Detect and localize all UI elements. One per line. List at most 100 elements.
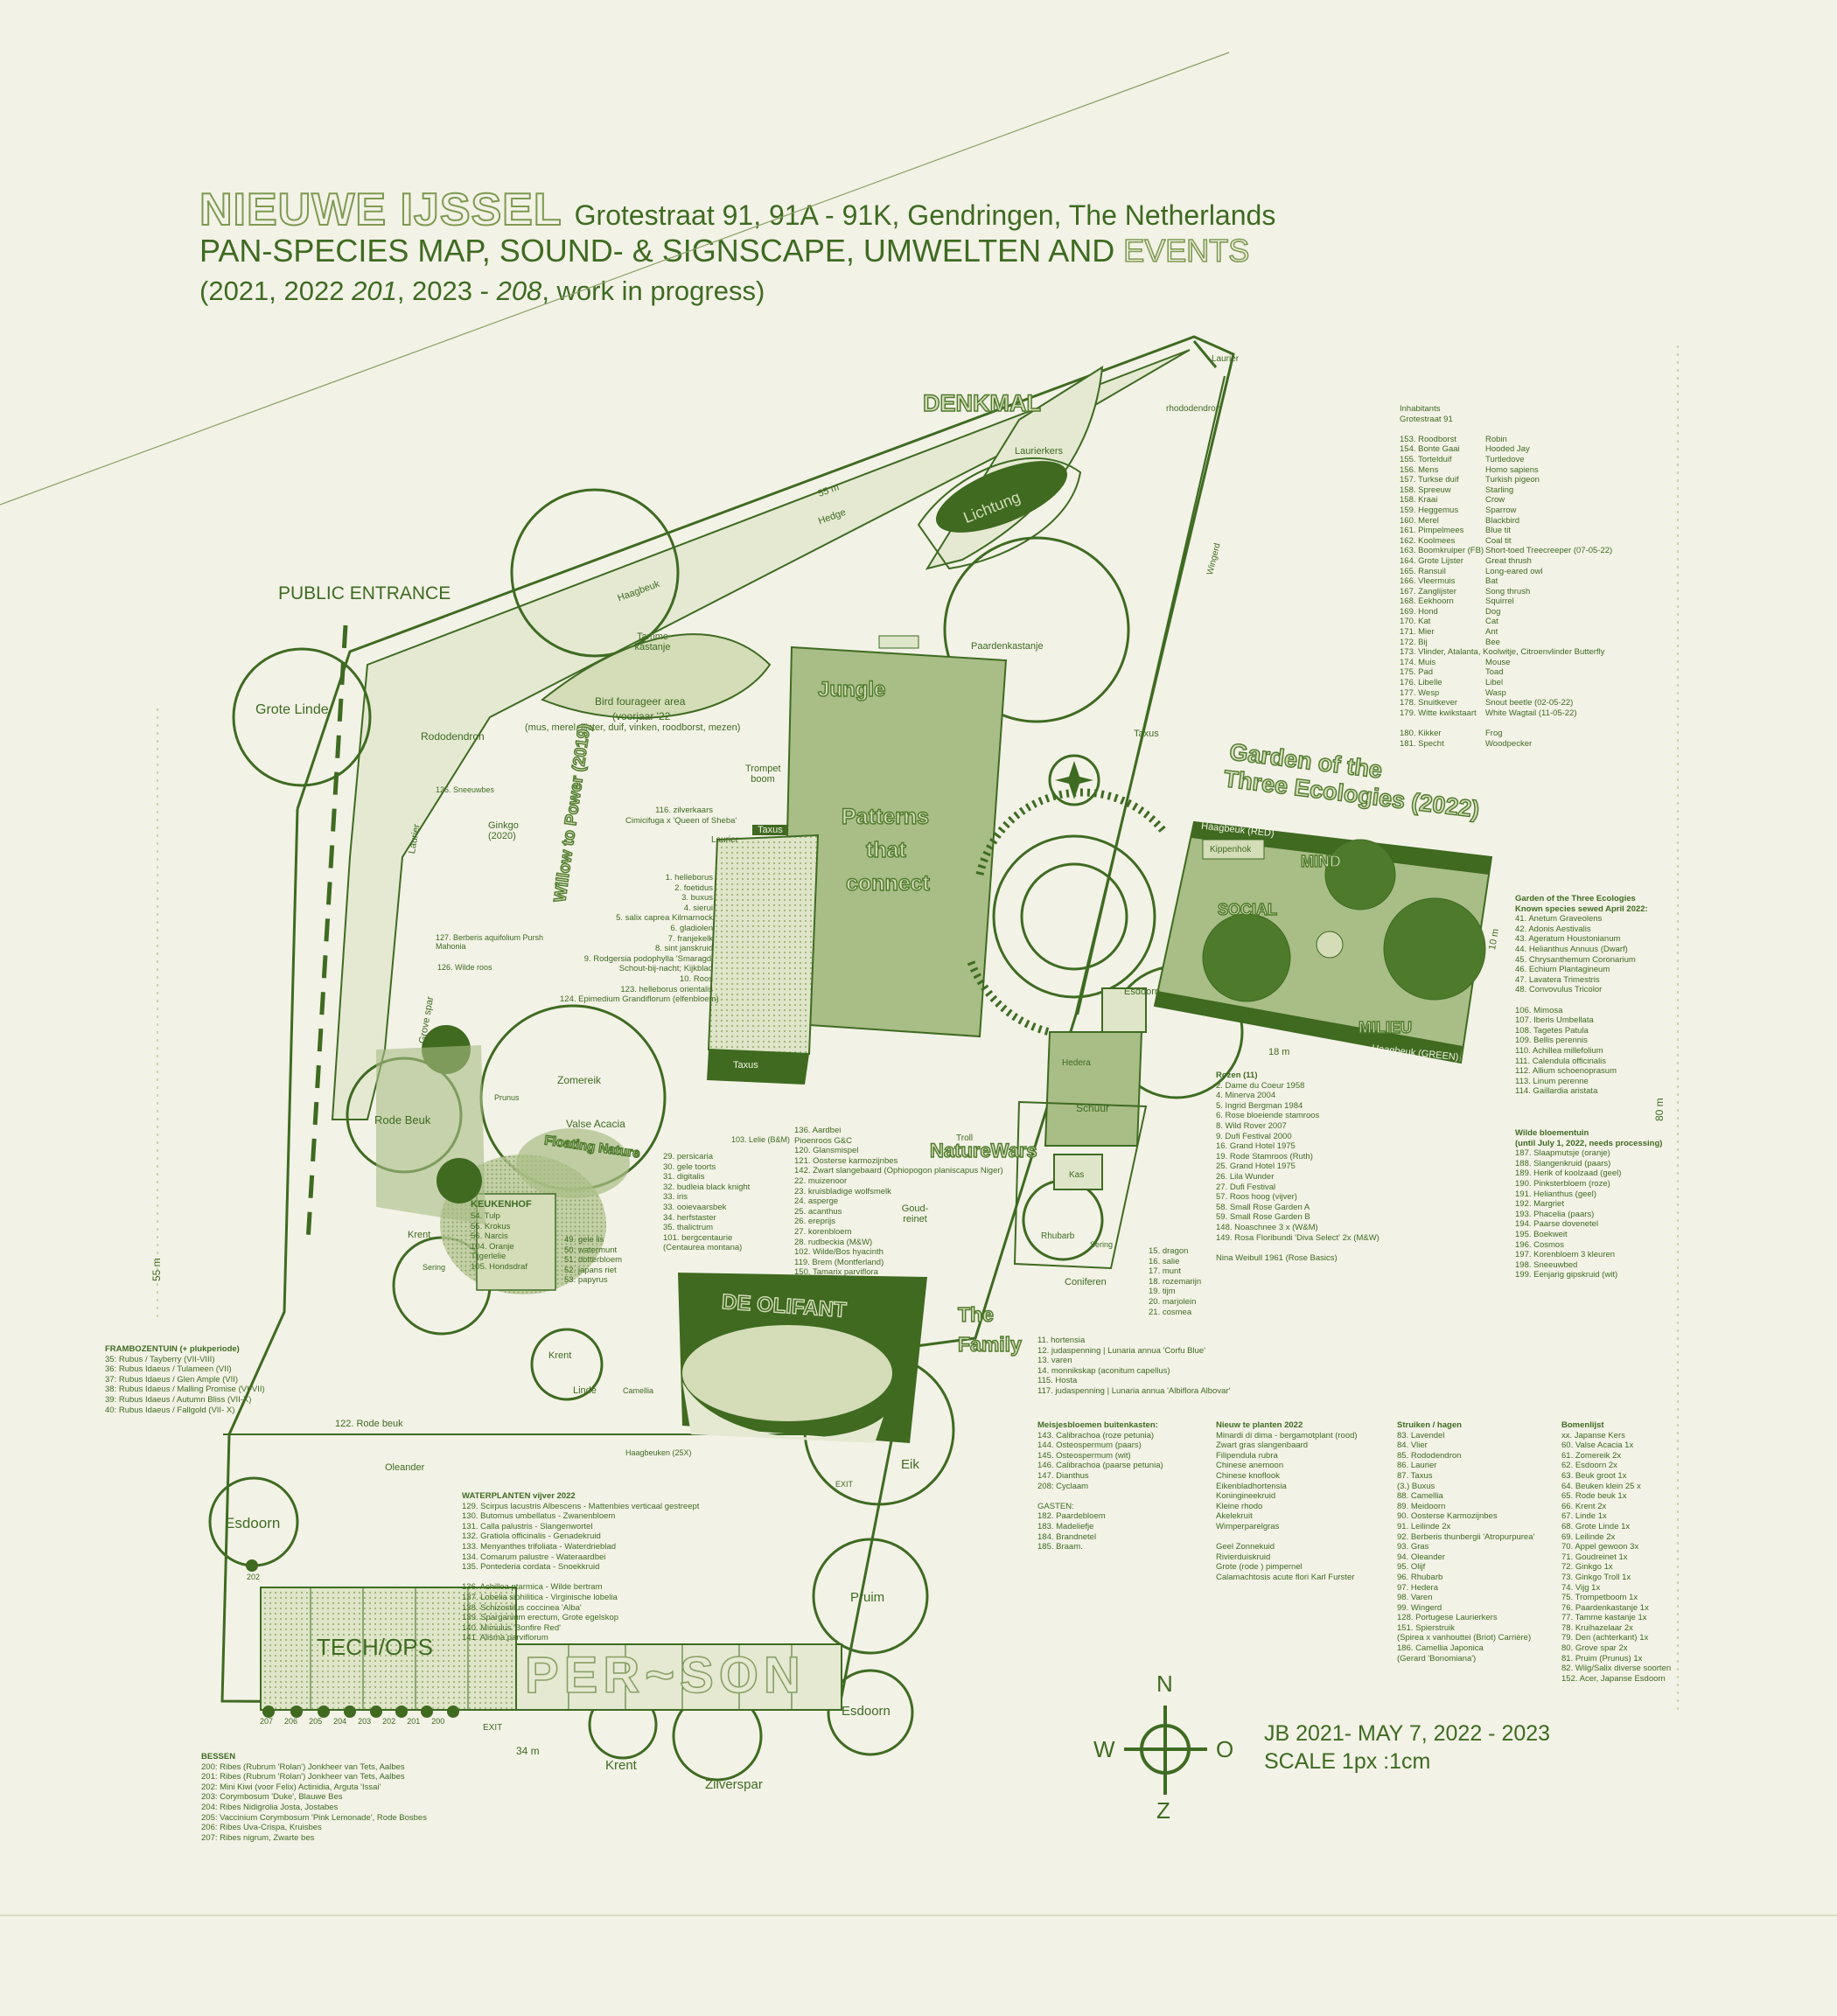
list-item: 120. Glansmispel	[794, 1146, 859, 1156]
list-item: 83. Lavendel	[1397, 1430, 1445, 1440]
list-item: 66. Krent 2x	[1561, 1501, 1607, 1511]
list-item: 86. Laurier	[1397, 1461, 1437, 1471]
list-item: 41. Anetum Graveolens	[1515, 914, 1603, 924]
list-item: 198. Sneeuwbed	[1515, 1259, 1578, 1270]
list-item: 199. Eenjarig gipskruid (wit)	[1515, 1270, 1618, 1280]
zomereik-label: Zomereik	[557, 1074, 602, 1086]
list-item: 47. Lavatera Trimestris	[1515, 974, 1600, 985]
species-nl: 166. Vleermuis	[1400, 576, 1456, 587]
list-item: 143. Calibrachoa (roze petunia)	[1037, 1430, 1155, 1440]
years-d: 208	[496, 276, 542, 306]
species-en: Frog	[1485, 729, 1503, 738]
list-item: 101. bergcentaurie	[663, 1232, 733, 1243]
list-item: 197. Korenbloem 3 kleuren	[1515, 1250, 1616, 1260]
list-item: 90. Oosterse Karmozijnbes	[1397, 1511, 1498, 1522]
list-item: 1. helleborus	[665, 873, 713, 882]
species-en: Turtledove	[1485, 454, 1525, 464]
plot-outline	[0, 52, 1837, 1916]
oleander-label: Oleander	[385, 1462, 425, 1473]
list-item: 187. Slaapmutsje (oranje)	[1515, 1148, 1610, 1159]
exit-bottom-label: EXIT	[483, 1723, 503, 1733]
list-item: 26. Lila Wunder	[1216, 1171, 1275, 1182]
list-item: 50. watermunt	[564, 1245, 618, 1255]
list-item: 48. Convovulus Tricolor	[1515, 985, 1603, 995]
list-item: 78. Kruihazelaar 2x	[1561, 1622, 1633, 1633]
species-nl: 171. Mier	[1400, 627, 1435, 638]
berry-number: 203	[358, 1717, 372, 1726]
list-item: 195. Boekweit	[1515, 1229, 1568, 1239]
list-item: 77. Tamme kastanje 1x	[1561, 1613, 1647, 1623]
species-en: Homo sapiens	[1485, 464, 1539, 475]
list-item: Tijgerlelie	[471, 1252, 506, 1262]
schuur-label: Schuur	[1076, 1102, 1110, 1114]
list-item: 151. Spierstruik	[1397, 1622, 1456, 1633]
species-en: Squirrel	[1485, 596, 1514, 607]
hedera-label: Hedera	[1062, 1058, 1091, 1068]
list-item: 65. Rode beuk 1x	[1561, 1491, 1627, 1502]
lelie-label: 103. Lelie (B&M)	[731, 1135, 791, 1144]
list-item: Zwart gras slangenbaard	[1216, 1440, 1309, 1451]
berry-number: 200	[431, 1717, 445, 1726]
list-item: 19. Rode Stamroos (Ruth)	[1216, 1151, 1313, 1161]
jungle-label: Jungle	[817, 677, 886, 701]
list-item: 38: Rubus Idaeus / Malling Promise (VI-V…	[105, 1385, 265, 1395]
list-item: 124. Epimedium Grandiflorum (elfenbloem)	[560, 994, 719, 1005]
species-nl: 175. Pad	[1400, 667, 1434, 678]
bottom-buildings	[260, 1587, 842, 1711]
list-item: 12. judaspenning | Lunaria annua 'Corfu …	[1037, 1345, 1206, 1356]
title-address: Grotestraat 91, 91A - 91K, Gendringen, T…	[574, 199, 1276, 231]
list-item: 69. Leilinde 2x	[1561, 1531, 1616, 1542]
list-item: 46. Echium Plantagineum	[1515, 965, 1610, 975]
berry-number: 207	[260, 1717, 274, 1726]
list-item: 136. Aardbei	[794, 1126, 842, 1135]
list-item: 104. Oranje	[471, 1241, 514, 1252]
haagbeuken-label: Haagbeuken (25X)	[625, 1448, 692, 1457]
list-item: 190. Pinksterbloem (roze)	[1515, 1178, 1610, 1189]
taxus-mid-label: Taxus	[752, 825, 788, 835]
list-item: 36: Rubus Idaeus / Tulameen (VII)	[105, 1364, 232, 1375]
list-item: 24. asperge	[794, 1196, 839, 1207]
list-item: (Centaurea montana)	[663, 1243, 743, 1253]
species-en: Mouse	[1485, 657, 1511, 667]
list-item: 79. Den (achterkant) 1x	[1561, 1633, 1649, 1643]
list-item: 139. Sparganium erectum, Grote egelskop	[462, 1613, 619, 1623]
trompet-label: Trompet boom	[745, 764, 781, 785]
list-item: (Spirea x vanhouttei (Briot) Carrière)	[1397, 1633, 1532, 1643]
laurierkers-label: Laurierkers	[1015, 446, 1064, 457]
list-heading: Known species sewed April 2022:	[1515, 903, 1648, 914]
list-item: 108. Tagetes Patula	[1515, 1025, 1589, 1036]
krent-mid-label: Krent	[548, 1350, 572, 1361]
list-item: 74. Vijg 1x	[1561, 1582, 1601, 1593]
list-item	[1216, 1532, 1358, 1543]
list-item: 193. Phacelia (paars)	[1515, 1209, 1595, 1219]
rododendron-label: Rododendron	[421, 730, 485, 743]
list-item: 102. Wilde/Bos hyacinth	[794, 1247, 884, 1258]
list-item: 29. persicaria	[663, 1152, 714, 1161]
list-item: 123. helleborus orientalis	[620, 984, 713, 994]
species-nl: 177. Wesp	[1400, 687, 1440, 698]
list-item: 112. Allium schoenoprasum	[1515, 1066, 1617, 1077]
list-item: 142. Zwart slangebaard (Ophiopogon plani…	[794, 1166, 1003, 1176]
patterns-label: Patterns	[841, 804, 930, 829]
list-item: Akelekruit	[1216, 1511, 1253, 1522]
list-item: 23. kruisbladige wolfsmelk	[794, 1186, 891, 1196]
list-heading: (until July 1, 2022, needs processing)	[1515, 1138, 1663, 1148]
list-item: 81. Pruim (Prunus) 1x	[1561, 1653, 1643, 1664]
dist-18-label: 18 m	[1268, 1047, 1290, 1057]
list-item: 64. Beuken klein 25 x	[1561, 1481, 1641, 1491]
list-item: 6. Rose bloeiende stamroos	[1216, 1111, 1320, 1121]
list-item: Schout-bij-nacht; Kijkblad	[618, 964, 713, 974]
list-item: 82. Wilg/Salix diverse soorten	[1561, 1664, 1672, 1674]
years-b: 201	[352, 276, 397, 306]
